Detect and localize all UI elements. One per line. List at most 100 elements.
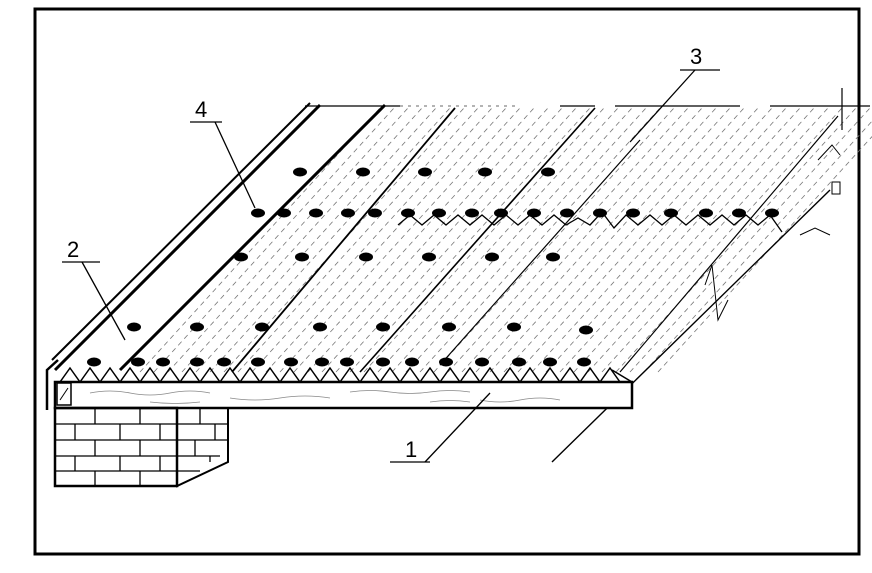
fastener-dot — [127, 322, 141, 332]
pattern-line — [405, 107, 647, 373]
pattern-line — [587, 107, 829, 373]
fastener-dot — [664, 208, 678, 218]
fastener-dot — [315, 357, 329, 367]
pattern-line — [475, 107, 717, 373]
fastener-dot — [156, 357, 170, 367]
fastener-dot — [699, 208, 713, 218]
fastener-dot — [190, 322, 204, 332]
pattern-line — [615, 107, 857, 373]
fastener-dot — [475, 357, 489, 367]
fastener-dot — [422, 252, 436, 262]
pattern-line — [307, 107, 549, 373]
pattern-line — [223, 107, 465, 373]
pattern-line — [363, 107, 605, 373]
sheet-pattern-lines — [139, 107, 872, 373]
pattern-line — [433, 107, 675, 373]
callout-2: 2 — [62, 237, 126, 341]
fastener-dot — [732, 208, 746, 218]
fastener-dot — [507, 322, 521, 332]
fastener-dot — [546, 252, 560, 262]
fastener-dot — [341, 208, 355, 218]
fastener-dot — [439, 357, 453, 367]
fastener-dot — [251, 208, 265, 218]
fastener-dot — [376, 357, 390, 367]
pattern-line — [657, 136, 872, 373]
pattern-line — [335, 107, 577, 373]
fastener-dot — [284, 357, 298, 367]
pattern-line — [167, 107, 409, 373]
frame-border — [33, 7, 861, 556]
fastener-dot — [527, 208, 541, 218]
pattern-line — [447, 107, 689, 373]
fastener-dot — [376, 322, 390, 332]
fastener-dot — [626, 208, 640, 218]
fastener-dot — [577, 357, 591, 367]
pattern-line — [349, 107, 591, 373]
corrugated-profile — [59, 366, 621, 384]
pattern-line — [517, 107, 759, 373]
pattern-line — [531, 107, 773, 373]
overlap-zigzag — [397, 210, 783, 233]
fastener-dot — [234, 252, 248, 262]
fastener-dot — [359, 252, 373, 262]
pattern-line — [545, 107, 787, 373]
callout-4: 4 — [190, 97, 256, 209]
pattern-line — [377, 107, 619, 373]
fastener-dot — [295, 252, 309, 262]
pattern-line — [265, 107, 507, 373]
pattern-line — [419, 107, 661, 373]
fastener-dot — [494, 208, 508, 218]
fastener-dot — [340, 357, 354, 367]
pattern-line — [153, 107, 395, 373]
fastener-dot — [190, 357, 204, 367]
fastener-dot — [309, 208, 323, 218]
pattern-line — [251, 107, 493, 373]
fastener-dot — [405, 357, 419, 367]
fastener-dot — [485, 252, 499, 262]
fastener-dot — [368, 208, 382, 218]
pattern-line — [279, 107, 521, 373]
fastener-dot — [478, 167, 492, 177]
pattern-line — [629, 107, 871, 373]
fastener-dot — [560, 208, 574, 218]
wooden-board — [53, 369, 634, 410]
fastener-dot — [131, 357, 145, 367]
fastener-dot — [418, 167, 432, 177]
break-marks — [704, 144, 841, 322]
fastener-dot — [277, 208, 291, 218]
pattern-line — [293, 107, 535, 373]
pattern-line — [209, 107, 451, 373]
pattern-line — [461, 107, 703, 373]
roof-ridge-line — [305, 88, 870, 130]
callout-1: 1 — [390, 392, 491, 463]
fastener-dot — [512, 357, 526, 367]
fastener-dots — [87, 167, 779, 367]
pattern-line — [573, 107, 815, 373]
callout-label-2: 2 — [67, 237, 79, 262]
pattern-line — [391, 107, 633, 373]
fastener-dot — [579, 325, 593, 335]
fastener-dot — [593, 208, 607, 218]
fastener-dot — [432, 208, 446, 218]
pattern-line — [489, 107, 731, 373]
fastener-dot — [313, 322, 327, 332]
callout-label-1: 1 — [405, 437, 417, 462]
pattern-line — [237, 107, 479, 373]
fastener-dot — [217, 357, 231, 367]
pattern-line — [181, 107, 423, 373]
pattern-line — [643, 120, 872, 373]
fastener-dot — [465, 208, 479, 218]
fastener-dot — [543, 357, 557, 367]
edge-flashing — [45, 359, 72, 410]
fastener-dot — [87, 357, 101, 367]
callout-label-4: 4 — [195, 97, 207, 122]
fastener-dot — [255, 322, 269, 332]
fastener-dot — [541, 167, 555, 177]
fastener-dot — [356, 167, 370, 177]
fastener-dot — [765, 208, 779, 218]
callout-3: 3 — [629, 44, 720, 143]
callout-label-3: 3 — [690, 44, 702, 69]
pattern-line — [195, 107, 437, 373]
sheet-seams — [51, 102, 839, 463]
fastener-dot — [442, 322, 456, 332]
